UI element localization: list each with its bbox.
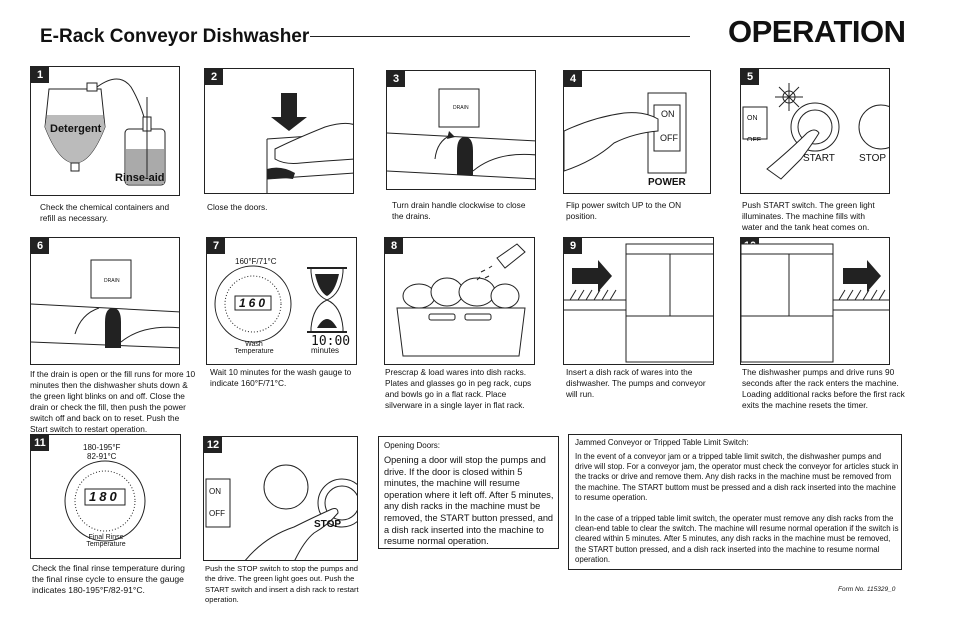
insert-rack-illustration (564, 243, 713, 363)
jammed-para-2: In the case of a tripped table limit swi… (575, 514, 899, 564)
step-5-number: 5 (741, 69, 759, 85)
step-4-panel: 4 ON OFF POWER (563, 70, 711, 194)
drain-label-6: DRAIN (104, 278, 120, 284)
title-rule (310, 36, 690, 37)
stop-off-label: OFF (209, 509, 225, 518)
step-12-panel: 12 ON OFF STOP (203, 436, 358, 561)
step-5-panel: 5 ON OFF START STOP (740, 68, 890, 194)
wash-gauge-label: Wash Temperature (234, 341, 274, 355)
start-off-label: OFF (747, 137, 761, 141)
step-9-number: 9 (564, 238, 582, 254)
drain-label: DRAIN (453, 105, 469, 111)
step-1-number: 1 (31, 67, 49, 83)
step-11-number: 11 (31, 435, 49, 451)
step-3-panel: 3 DRAIN (386, 70, 536, 190)
timer-display: 10:00 (311, 334, 351, 349)
jammed-title: Jammed Conveyor or Tripped Table Limit S… (575, 438, 749, 447)
step-7-panel: 7 160°F/71°C 160 Wash Temperature 10:00 … (206, 237, 357, 365)
step-2-caption: Close the doors. (207, 202, 268, 212)
opening-doors-title: Opening Doors: (384, 441, 441, 450)
drain-handle-illustration (387, 88, 535, 180)
step-8-number: 8 (385, 238, 403, 254)
power-on-label: ON (661, 109, 675, 119)
step-2-panel: 2 (204, 68, 354, 194)
step-4-caption: Flip power switch UP to the ON position. (566, 200, 682, 221)
rinse-gauge-label: Final Rinse Temperature (86, 534, 126, 548)
wash-digits: 160 (239, 296, 269, 310)
opening-doors-body: Opening a door will stop the pumps and d… (384, 455, 554, 547)
rack-exit-illustration (741, 243, 889, 363)
step-3-number: 3 (387, 71, 405, 87)
step-6-number: 6 (31, 238, 49, 254)
step-8-panel: 8 (384, 237, 535, 365)
stop-label-12: STOP (314, 519, 342, 530)
step-12-caption: Push the STOP switch to stop the pumps a… (205, 564, 359, 604)
step-8-caption: Prescrap & load wares into dish racks. P… (385, 367, 532, 410)
wash-temp-label: 160°F/71°C (235, 257, 277, 266)
step-2-number: 2 (205, 69, 223, 85)
step-11-panel: 11 180-195°F 82-91°C 180 Final Rinse Tem… (30, 434, 181, 559)
step-3-caption: Turn drain handle clockwise to close the… (392, 200, 526, 221)
step-11-caption: Check the final rinse temperature during… (32, 563, 185, 596)
jammed-conveyor-box: Jammed Conveyor or Tripped Table Limit S… (568, 434, 902, 570)
stop-button-illustration (205, 464, 357, 560)
start-button-illustration (742, 83, 889, 180)
wash-gauge-timer-illustration (214, 265, 347, 343)
step-4-number: 4 (564, 71, 582, 87)
close-doors-illustration (266, 93, 353, 193)
start-on-label: ON (747, 115, 758, 122)
step-1-caption: Check the chemical containers and refill… (40, 202, 170, 223)
jammed-para-1: In the event of a conveyor jam or a trip… (575, 452, 899, 502)
rinse-aid-label: Rinse-aid (115, 172, 165, 184)
step-1-panel: 1 Detergent Rinse-aid (30, 66, 180, 196)
rinse-temp-f-label: 180-195°F (83, 443, 121, 452)
power-switch-illustration (564, 92, 687, 174)
step-5-caption: Push START switch. The green light illum… (742, 200, 875, 232)
step-10-caption: The dishwasher pumps and drive runs 90 s… (742, 367, 905, 410)
chemical-containers-illustration (44, 78, 166, 186)
stop-label: STOP (859, 153, 887, 164)
detergent-label: Detergent (50, 123, 102, 135)
step-7-caption: Wait 10 minutes for the wash gauge to in… (210, 367, 352, 388)
rinse-temp-c-label: 82-91°C (87, 452, 117, 461)
power-label: POWER (648, 177, 686, 188)
step-6-caption: If the drain is open or the fill runs fo… (30, 369, 196, 434)
load-racks-illustration (396, 243, 526, 357)
power-off-label: OFF (660, 133, 678, 143)
step-6-panel: 6 DRAIN (30, 237, 180, 365)
stop-on-label: ON (209, 487, 221, 496)
start-label: START (803, 153, 835, 164)
opening-doors-box: Opening Doors: Opening a door will stop … (378, 436, 559, 549)
form-number: Form No. 115329_0 (838, 586, 896, 593)
section-title: OPERATION (728, 14, 906, 49)
step-10-panel: 10 (740, 237, 890, 365)
rinse-digits: 180 (89, 489, 120, 504)
step-9-caption: Insert a dish rack of wares into the dis… (566, 367, 706, 399)
drain-reset-illustration (31, 259, 179, 349)
final-rinse-gauge-illustration (64, 460, 146, 542)
step-9-panel: 9 (563, 237, 714, 365)
page-title: E-Rack Conveyor Dishwasher (40, 26, 310, 47)
timer-unit: minutes (311, 346, 340, 355)
step-12-number: 12 (204, 437, 222, 453)
step-7-number: 7 (207, 238, 225, 254)
